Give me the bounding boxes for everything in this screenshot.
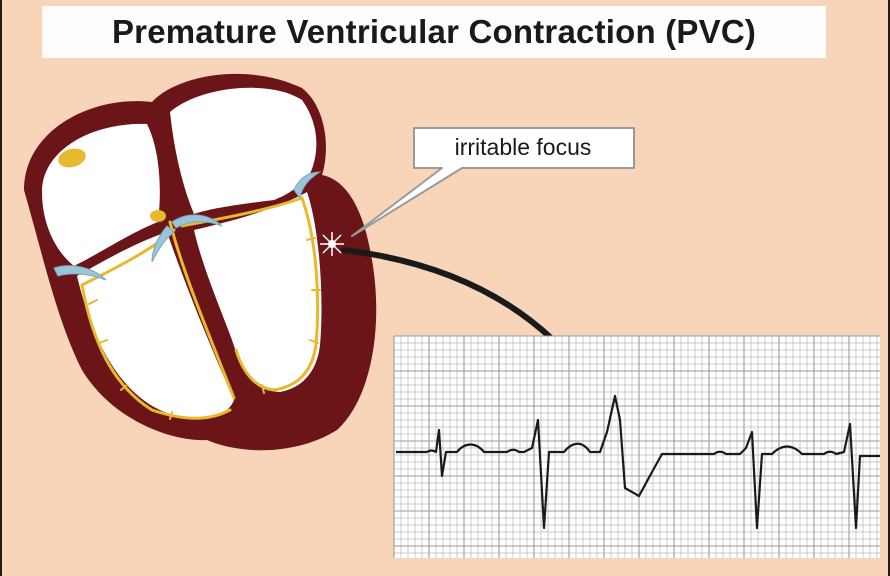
sa-node — [58, 148, 86, 168]
ecg-trace — [396, 394, 880, 530]
slide-title: Premature Ventricular Contraction (PVC) — [111, 13, 757, 50]
callout-label: irritable focus — [454, 133, 592, 160]
callout-bubble — [351, 127, 635, 237]
ecg-strip — [393, 335, 880, 558]
av-node — [150, 210, 166, 222]
right-ventricle-chamber — [194, 192, 322, 392]
conduction-system — [80, 196, 321, 420]
left-ventricle-chamber — [77, 232, 234, 419]
irritable-focus-spark — [320, 232, 344, 256]
heart-valves — [53, 171, 322, 281]
ecg-paper — [394, 336, 880, 558]
right-atrium-chamber — [170, 87, 317, 214]
title-banner: Premature Ventricular Contraction (PVC) — [42, 6, 826, 58]
ecg-grid — [393, 335, 880, 558]
heart-illustration — [24, 73, 377, 451]
